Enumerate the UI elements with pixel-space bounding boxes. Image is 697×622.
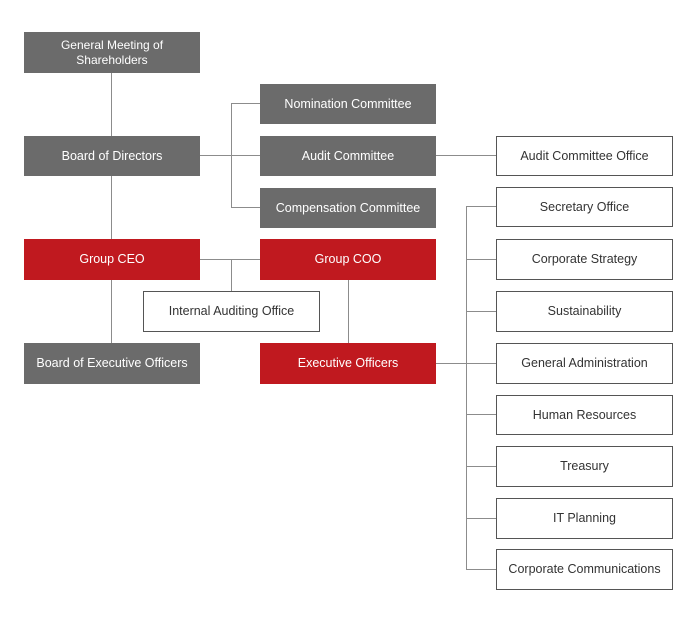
connector-dept-2 (466, 259, 496, 260)
connector-dept-6 (466, 466, 496, 467)
connector-committees-vertical (231, 103, 232, 208)
connector-dept-8 (466, 569, 496, 570)
connector-audit-office (435, 155, 496, 156)
department-box-corporate-communications: Corporate Communications (496, 549, 673, 590)
department-box-sustainability: Sustainability (496, 291, 673, 332)
department-box-it-planning: IT Planning (496, 498, 673, 539)
connector-dept-3 (466, 311, 496, 312)
shareholders-box: General Meeting of Shareholders (24, 32, 200, 73)
executive-officers-box: Executive Officers (260, 343, 436, 384)
connector-to-compensation (231, 207, 260, 208)
connector-board-committees (199, 155, 260, 156)
connector-ceo-coo (199, 259, 260, 260)
connector-coo-officers (348, 279, 349, 343)
group-coo-box: Group COO (260, 239, 436, 280)
connector-dept-7 (466, 518, 496, 519)
connector-dept-4 (466, 363, 496, 364)
connector-departments-vertical (466, 206, 467, 570)
connector-dept-5 (466, 414, 496, 415)
audit-committee-office-box: Audit Committee Office (496, 136, 673, 176)
board-of-directors-box: Board of Directors (24, 136, 200, 176)
nomination-committee-box: Nomination Committee (260, 84, 436, 124)
connector-shareholders-board (111, 72, 112, 136)
connector-board-ceo (111, 176, 112, 240)
connector-ceo-boardexec (111, 279, 112, 343)
connector-officers-departments (435, 363, 466, 364)
connector-to-nomination (231, 103, 260, 104)
compensation-committee-box: Compensation Committee (260, 188, 436, 228)
connector-dept-1 (466, 206, 496, 207)
group-ceo-box: Group CEO (24, 239, 200, 280)
audit-committee-box: Audit Committee (260, 136, 436, 176)
internal-auditing-office-box: Internal Auditing Office (143, 291, 320, 332)
department-box-human-resources: Human Resources (496, 395, 673, 435)
department-box-treasury: Treasury (496, 446, 673, 487)
board-of-executive-officers-box: Board of Executive Officers (24, 343, 200, 384)
department-box-corporate-strategy: Corporate Strategy (496, 239, 673, 280)
department-box-secretary-office: Secretary Office (496, 187, 673, 227)
department-box-general-administration: General Administration (496, 343, 673, 384)
connector-internal-audit (231, 259, 232, 291)
